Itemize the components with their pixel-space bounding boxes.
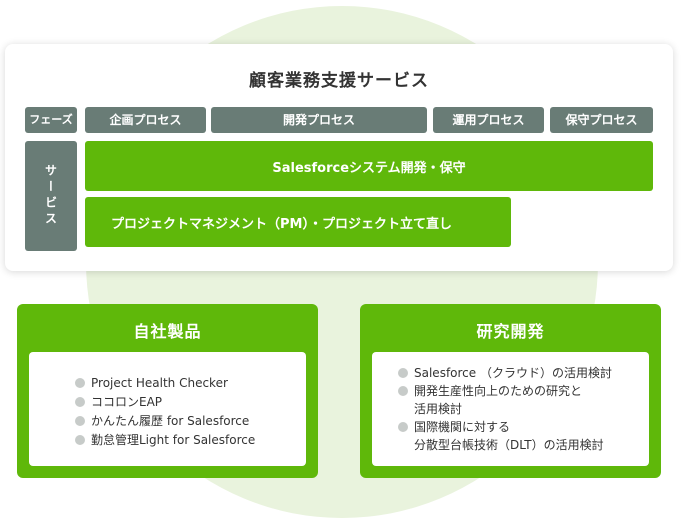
- phase-header-label: フェーズ: [25, 107, 77, 133]
- own-products-list-panel: Project Health Checker ココロンEAP かんたん履歴 fo…: [29, 352, 306, 466]
- research-title: 研究開発: [476, 322, 545, 341]
- list-item: 勤怠管理Light for Salesforce: [75, 431, 255, 450]
- list-item: ココロンEAP: [75, 393, 255, 412]
- list-item: かんたん履歴 for Salesforce: [75, 412, 255, 431]
- project-management-label: プロジェクトマネジメント（PM）・プロジェクト立て直し: [111, 216, 452, 232]
- phase-maintenance: 保守プロセス: [550, 107, 653, 133]
- salesforce-development-label: Salesforceシステム開発・保守: [272, 160, 466, 176]
- own-products-list: Project Health Checker ココロンEAP かんたん履歴 fo…: [75, 374, 255, 450]
- phase-development: 開発プロセス: [211, 107, 427, 133]
- service-label-text: サービス: [43, 164, 58, 228]
- research-list-panel: Salesforce （クラウド）の活用検討 開発生産性向上のための研究と 活用…: [372, 352, 649, 466]
- list-item: Project Health Checker: [75, 374, 255, 393]
- phase-operation: 運用プロセス: [433, 107, 544, 133]
- list-item: Salesforce （クラウド）の活用検討: [398, 364, 612, 382]
- phase-planning: 企画プロセス: [85, 107, 206, 133]
- list-item: 開発生産性向上のための研究と 活用検討: [398, 382, 612, 418]
- project-management-bar: プロジェクトマネジメント（PM）・プロジェクト立て直し: [85, 197, 511, 247]
- services-title: 顧客業務支援サービス: [249, 71, 429, 91]
- customer-support-services-card: 顧客業務支援サービス フェーズ 企画プロセス 開発プロセス 運用プロセス 保守プ…: [5, 44, 673, 271]
- own-products-title: 自社製品: [133, 322, 202, 341]
- service-label: サービス: [25, 141, 77, 251]
- research-box: 研究開発 Salesforce （クラウド）の活用検討 開発生産性向上のための研…: [360, 304, 661, 478]
- list-item: 国際機関に対する 分散型台帳技術（DLT）の活用検討: [398, 418, 612, 454]
- own-products-box: 自社製品 Project Health Checker ココロンEAP かんたん…: [17, 304, 318, 478]
- research-list: Salesforce （クラウド）の活用検討 開発生産性向上のための研究と 活用…: [398, 364, 612, 454]
- salesforce-development-bar: Salesforceシステム開発・保守: [85, 141, 653, 191]
